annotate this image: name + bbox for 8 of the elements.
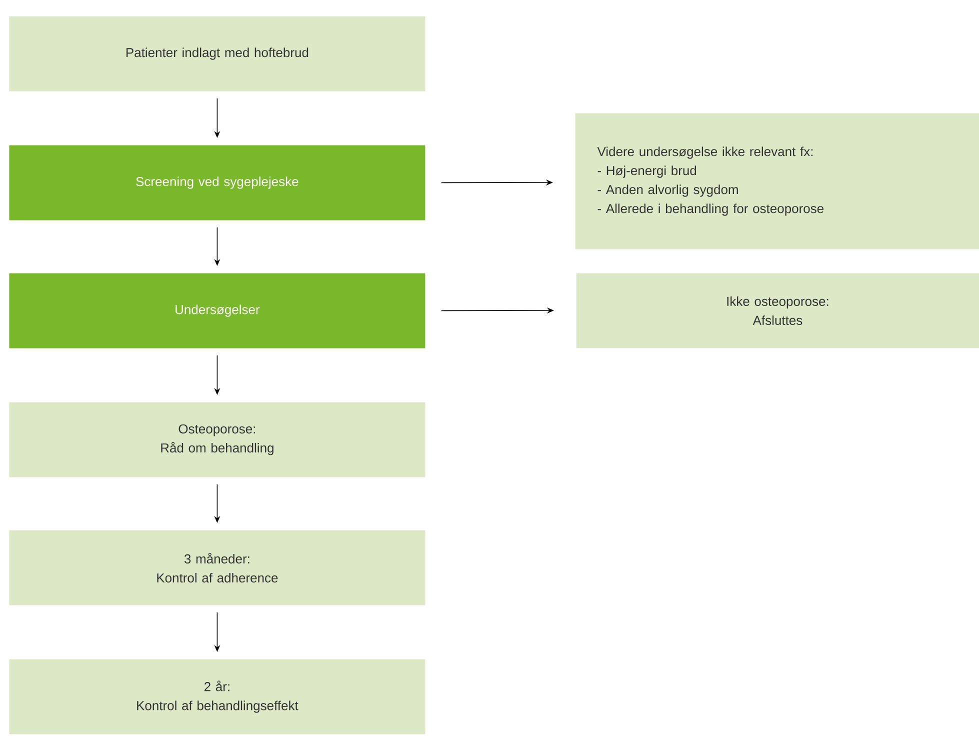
- process-box: Screening ved sygeplejeske: [9, 145, 426, 220]
- process-box: Patienter indlagt med hoftebrud: [9, 16, 426, 92]
- process-box: Osteoporose: Råd om behandling: [9, 402, 426, 478]
- process-box: 2 år: Kontrol af behandlingseffekt: [9, 659, 426, 734]
- process-box: Undersøgelser: [9, 273, 426, 348]
- process-box: Videre undersøgelse ikke relevant fx: - Høj-energi brud - Anden alvorlig sygdom - Allerede i behandling for osteoporose: [575, 113, 979, 250]
- process-box: Ikke osteoporose: Afsluttes: [576, 273, 979, 348]
- process-box: 3 måneder: Kontrol af adherence: [9, 530, 426, 606]
